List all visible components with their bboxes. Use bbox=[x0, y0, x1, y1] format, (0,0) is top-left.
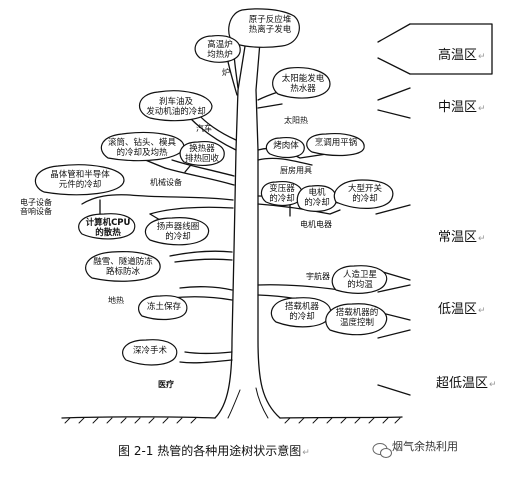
leaf-furnace bbox=[194, 35, 241, 63]
leaf-speaker bbox=[144, 217, 210, 246]
branch-label-solar-heat: 太阳热 bbox=[284, 116, 308, 125]
branch-medical bbox=[179, 351, 233, 364]
branch-electronics bbox=[81, 194, 234, 215]
leaf-label-instrument2: 搭载机器的温度控制 bbox=[335, 308, 379, 328]
trunk-left bbox=[214, 39, 247, 419]
leaf-label-pan: 烹调用平锅 bbox=[314, 138, 358, 148]
leaf-label-motor: 电机的冷却 bbox=[304, 188, 330, 208]
leaf-label-frozen: 冻土保存 bbox=[146, 302, 181, 312]
zone-marker-high-arrow bbox=[377, 23, 411, 75]
branch-label-electronics: 电子设备 音响设备 bbox=[20, 198, 52, 216]
leaf-oven bbox=[265, 137, 305, 159]
ground-hatch bbox=[64, 417, 401, 424]
branch-label-spacecraft: 宇航器 bbox=[306, 272, 330, 281]
zone-label-high: 高温区↵ bbox=[438, 48, 486, 63]
leaf-pan bbox=[306, 133, 365, 157]
leaf-snow bbox=[85, 251, 161, 282]
branch-label-kitchen: 厨房用具 bbox=[280, 166, 312, 175]
leaf-frozen bbox=[138, 295, 188, 321]
zone-label-mid: 中温区↵ bbox=[438, 100, 486, 115]
leaf-cpu bbox=[78, 213, 136, 240]
leaf-motor bbox=[296, 185, 337, 212]
leaf-label-solar: 太阳能发电热水器 bbox=[281, 74, 325, 94]
leaf-label-furnace: 高温炉均热炉 bbox=[207, 40, 233, 60]
zone-marker-mid bbox=[377, 87, 411, 119]
leaf-brake bbox=[139, 90, 213, 122]
logo-text: 烟气余热利用 bbox=[392, 440, 458, 453]
leaf-label-brake: 刹车油及发动机油的冷却 bbox=[146, 97, 206, 117]
leaf-label-transformer: 变压器的冷却 bbox=[269, 184, 295, 204]
leaf-label-instrument1: 搭载机器的冷却 bbox=[284, 302, 319, 322]
ground-line bbox=[61, 416, 403, 419]
leaf-nuclear bbox=[228, 8, 300, 48]
roots bbox=[227, 387, 269, 419]
leaf-instrument1 bbox=[270, 297, 332, 328]
leaf-label-speaker: 扬声器线圈的冷却 bbox=[156, 222, 200, 242]
branch-label-electric: 电机电器 bbox=[300, 220, 332, 229]
wechat-logo-icon bbox=[372, 443, 392, 458]
leaf-label-satellite: 人造卫星的均温 bbox=[342, 270, 377, 290]
leaf-label-roller: 滚筒、钻头、模具的冷却及均热 bbox=[107, 138, 176, 158]
branch-machine bbox=[164, 159, 235, 186]
zone-marker-normal bbox=[375, 204, 411, 281]
leaf-label-nuclear: 原子反应堆热离子发电 bbox=[248, 15, 292, 35]
leaf-label-snow: 融雪、隧道防冻路标防冰 bbox=[93, 257, 153, 277]
figure-caption: 图 2-1 热管的各种用途树状示意图↵ bbox=[118, 444, 310, 458]
leaf-exchanger bbox=[179, 141, 225, 166]
leaf-transformer bbox=[260, 181, 303, 206]
leaf-deepcold bbox=[122, 339, 178, 366]
zone-label-ultra: 超低温区↵ bbox=[436, 376, 497, 391]
leaf-solar bbox=[272, 67, 331, 99]
leaf-transistor bbox=[34, 164, 125, 196]
branch-label-car: 汽车 bbox=[196, 124, 212, 133]
branch-label-geothermal: 地热 bbox=[108, 296, 124, 305]
branch-label-medical: 医疗 bbox=[158, 380, 174, 389]
branch-label-furnace: 炉 bbox=[222, 68, 230, 77]
leaf-label-deepcold: 深冷手术 bbox=[132, 346, 167, 356]
zone-marker-high bbox=[409, 23, 493, 75]
leaf-label-exchanger: 换热器排热回收 bbox=[184, 144, 219, 164]
leaf-label-switch: 大型开关的冷却 bbox=[347, 184, 382, 204]
branch-snow bbox=[169, 250, 233, 263]
leaf-label-oven: 烤肉体 bbox=[273, 141, 299, 151]
trunk-right bbox=[255, 41, 281, 419]
leaf-satellite bbox=[331, 265, 388, 294]
zone-label-normal: 常温区↵ bbox=[438, 230, 486, 245]
branch-label-machine: 机械设备 bbox=[150, 178, 182, 187]
leaf-instrument2 bbox=[325, 303, 388, 336]
leaf-roller bbox=[100, 131, 185, 162]
leaf-label-transistor: 晶体管和半导体元件的冷却 bbox=[50, 170, 110, 190]
zone-marker-ultra bbox=[377, 329, 411, 396]
zone-label-low: 低温区↵ bbox=[438, 302, 486, 317]
leaf-switch bbox=[333, 179, 394, 209]
source-logo: 烟气余热利用 bbox=[392, 438, 458, 454]
